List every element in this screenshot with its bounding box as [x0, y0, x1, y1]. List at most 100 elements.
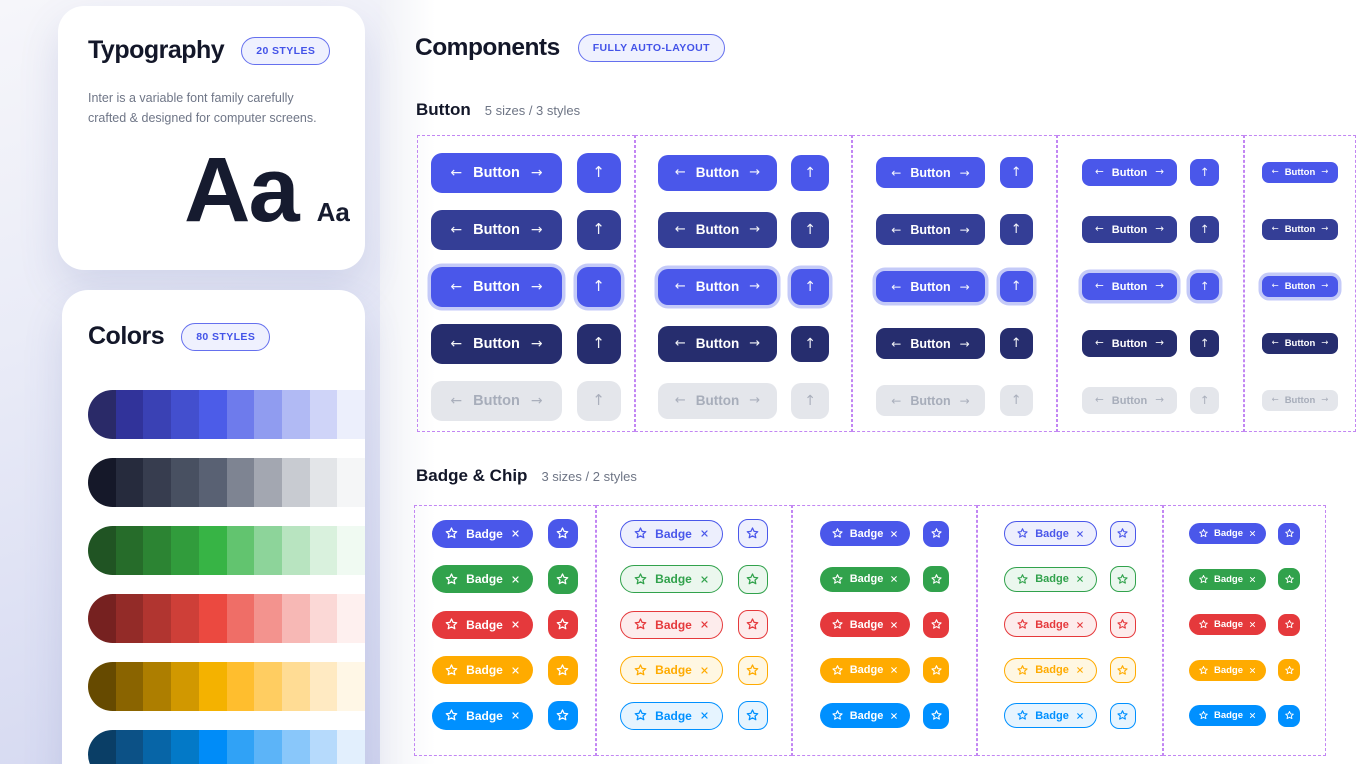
- color-swatch[interactable]: [254, 458, 282, 507]
- close-icon[interactable]: [699, 528, 710, 539]
- icon-button-pressed[interactable]: ↑: [791, 325, 830, 362]
- close-icon[interactable]: [510, 574, 521, 585]
- close-icon[interactable]: [510, 619, 521, 630]
- chip-filled-blue[interactable]: [547, 701, 578, 731]
- color-swatch[interactable]: [254, 526, 282, 575]
- color-swatch[interactable]: [88, 390, 116, 439]
- badge-filled-blue[interactable]: Badge: [432, 701, 533, 730]
- close-icon[interactable]: [1248, 620, 1257, 629]
- button-default[interactable]: ←Button→: [1081, 159, 1178, 186]
- badge-filled-indigo[interactable]: Badge: [819, 521, 911, 547]
- chip-filled-green[interactable]: [923, 566, 950, 593]
- color-swatch[interactable]: [337, 390, 365, 439]
- color-swatch[interactable]: [171, 730, 199, 764]
- color-swatch[interactable]: [309, 458, 338, 507]
- icon-button-pressed[interactable]: ↑: [1190, 330, 1220, 357]
- color-swatch[interactable]: [309, 662, 338, 711]
- icon-button-pressed[interactable]: ↑: [576, 323, 621, 364]
- color-swatch[interactable]: [115, 594, 144, 643]
- color-swatch[interactable]: [143, 594, 172, 643]
- color-swatch[interactable]: [115, 458, 144, 507]
- color-swatch[interactable]: [281, 526, 310, 575]
- button-focus[interactable]: ←Button→: [657, 268, 778, 305]
- chip-filled-green[interactable]: [547, 564, 578, 594]
- color-swatch[interactable]: [226, 594, 255, 643]
- button-focus[interactable]: ←Button→: [1081, 273, 1178, 300]
- button-focus[interactable]: ←Button→: [1261, 276, 1339, 297]
- icon-button-focus[interactable]: ↑: [999, 271, 1033, 302]
- chip-outline-red[interactable]: [1109, 611, 1136, 638]
- chip-outline-green[interactable]: [737, 564, 768, 594]
- color-swatch[interactable]: [226, 390, 255, 439]
- icon-button-default[interactable]: ↑: [791, 154, 830, 191]
- close-icon[interactable]: [699, 665, 710, 676]
- chip-outline-blue[interactable]: [1109, 702, 1136, 729]
- close-icon[interactable]: [889, 574, 899, 584]
- button-focus[interactable]: ←Button→: [876, 271, 985, 302]
- color-swatch[interactable]: [309, 730, 338, 764]
- close-icon[interactable]: [699, 619, 710, 630]
- badge-filled-amber[interactable]: Badge: [819, 657, 911, 683]
- color-swatch[interactable]: [254, 594, 282, 643]
- button-hover[interactable]: ←Button→: [1081, 216, 1178, 243]
- icon-button-focus[interactable]: ↑: [576, 266, 621, 307]
- color-swatch[interactable]: [171, 594, 199, 643]
- icon-button-focus[interactable]: ↑: [791, 268, 830, 305]
- chip-outline-green[interactable]: [1109, 566, 1136, 593]
- badge-outline-amber[interactable]: Badge: [620, 656, 723, 685]
- icon-button-hover[interactable]: ↑: [1190, 216, 1220, 243]
- color-swatch[interactable]: [337, 458, 365, 507]
- icon-button-disabled[interactable]: ↑: [791, 382, 830, 419]
- badge-filled-indigo[interactable]: Badge: [1188, 523, 1267, 545]
- button-disabled[interactable]: ←Button→: [1261, 390, 1339, 411]
- button-disabled[interactable]: ←Button→: [876, 385, 985, 416]
- badge-filled-amber[interactable]: Badge: [432, 656, 533, 685]
- close-icon[interactable]: [1075, 529, 1085, 539]
- icon-button-focus[interactable]: ↑: [1190, 273, 1220, 300]
- auto-layout-badge[interactable]: FULLY AUTO-LAYOUT: [577, 34, 725, 62]
- color-swatch[interactable]: [143, 662, 172, 711]
- color-swatch[interactable]: [281, 390, 310, 439]
- color-swatch[interactable]: [254, 730, 282, 764]
- button-default[interactable]: ←Button→: [657, 154, 778, 191]
- close-icon[interactable]: [1248, 711, 1257, 720]
- close-icon[interactable]: [699, 574, 710, 585]
- color-swatch[interactable]: [88, 662, 116, 711]
- badge-filled-green[interactable]: Badge: [432, 565, 533, 594]
- button-default[interactable]: ←Button→: [1261, 162, 1339, 183]
- close-icon[interactable]: [1248, 666, 1257, 675]
- color-swatch[interactable]: [88, 526, 116, 575]
- badge-filled-green[interactable]: Badge: [1188, 568, 1267, 590]
- icon-button-default[interactable]: ↑: [1190, 159, 1220, 186]
- icon-button-default[interactable]: ↑: [576, 152, 621, 193]
- color-swatch[interactable]: [281, 730, 310, 764]
- button-default[interactable]: ←Button→: [876, 157, 985, 188]
- color-swatch[interactable]: [337, 662, 365, 711]
- badge-outline-red[interactable]: Badge: [620, 610, 723, 639]
- badge-filled-red[interactable]: Badge: [432, 610, 533, 639]
- icon-button-hover[interactable]: ↑: [791, 211, 830, 248]
- button-pressed[interactable]: ←Button→: [431, 323, 562, 364]
- color-swatch[interactable]: [115, 662, 144, 711]
- chip-outline-blue[interactable]: [737, 701, 768, 731]
- chip-outline-indigo[interactable]: [737, 519, 768, 549]
- color-swatch[interactable]: [198, 730, 227, 764]
- button-disabled[interactable]: ←Button→: [1081, 387, 1178, 414]
- button-disabled[interactable]: ←Button→: [431, 380, 562, 421]
- color-swatch[interactable]: [115, 526, 144, 575]
- color-swatch[interactable]: [115, 390, 144, 439]
- icon-button-disabled[interactable]: ↑: [576, 380, 621, 421]
- colors-styles-badge[interactable]: 80 STYLES: [181, 322, 271, 351]
- color-swatch[interactable]: [171, 662, 199, 711]
- chip-outline-red[interactable]: [737, 610, 768, 640]
- color-swatch[interactable]: [171, 458, 199, 507]
- color-swatch[interactable]: [337, 594, 365, 643]
- chip-filled-amber[interactable]: [1278, 659, 1301, 682]
- chip-filled-green[interactable]: [1278, 568, 1301, 591]
- badge-outline-red[interactable]: Badge: [1004, 612, 1097, 638]
- close-icon[interactable]: [1075, 665, 1085, 675]
- color-swatch[interactable]: [198, 594, 227, 643]
- color-swatch[interactable]: [226, 730, 255, 764]
- close-icon[interactable]: [889, 620, 899, 630]
- color-swatch[interactable]: [254, 662, 282, 711]
